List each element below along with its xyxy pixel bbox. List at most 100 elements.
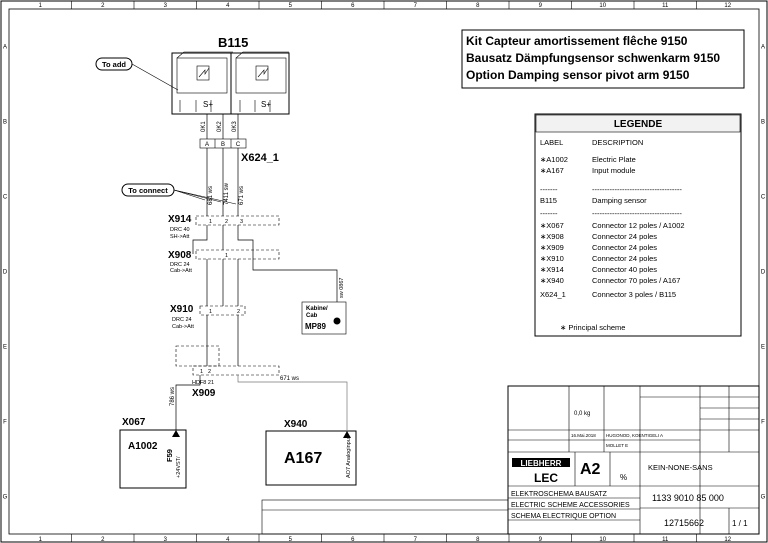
wire-7411: 7411 sw <box>224 182 230 205</box>
svg-text:DRC 24: DRC 24 <box>172 317 192 323</box>
legend-row-desc: Electric Plate <box>592 155 636 164</box>
to-connect-callout: To connect <box>121 183 237 205</box>
svg-text:A167: A167 <box>284 450 322 467</box>
svg-text:1: 1 <box>209 219 212 225</box>
svg-text:16.Mai.2018: 16.Mai.2018 <box>571 433 596 438</box>
svg-text:HDF8 21: HDF8 21 <box>192 380 214 386</box>
row-marker: B <box>761 120 765 126</box>
wire-681: 681 ws <box>208 186 214 205</box>
svg-text:X908: X908 <box>168 250 192 261</box>
svg-text:2: 2 <box>208 369 211 375</box>
row-marker: C <box>3 195 8 201</box>
column-marker: 9 <box>539 3 543 9</box>
column-marker: 12 <box>724 537 731 543</box>
module-a1002: X067 A1002 F59 +24VST/ <box>119 417 187 489</box>
legend-row-desc: Connector 24 poles <box>592 232 657 241</box>
legend-row-label: X624_1 <box>540 290 566 299</box>
connector-x914: X914 DRC 40 SH->Att 1 2 3 <box>168 214 280 240</box>
title-line-2: Bausatz Dämpfungsensor schwenkarm 9150 <box>466 51 720 65</box>
legend-title: LEGENDE <box>614 119 663 130</box>
column-marker: 3 <box>164 537 168 543</box>
svg-text:1: 1 <box>209 309 212 315</box>
legend-row-label: ∗X914 <box>540 265 564 274</box>
svg-text:Cab->Att: Cab->Att <box>170 268 192 274</box>
column-marker: 1 <box>39 537 43 543</box>
column-marker: 4 <box>226 3 230 9</box>
legend-row-label: ∗X940 <box>540 276 564 285</box>
column-marker: 9 <box>539 537 543 543</box>
svg-text:To connect: To connect <box>128 186 168 195</box>
ground-mp89: Kabine/ Cab MP89 sw 0867 <box>252 254 347 335</box>
legend-col-label: LABEL <box>540 138 563 147</box>
legend-row-desc: Damping sensor <box>592 196 647 205</box>
svg-text:DRC 24: DRC 24 <box>170 262 190 268</box>
connector-x909: 1 2 HDF8 21 X909 <box>175 345 280 399</box>
row-marker: G <box>3 495 8 501</box>
row-marker: D <box>761 270 766 276</box>
row-marker: F <box>3 420 7 426</box>
svg-text:1: 1 <box>225 253 228 259</box>
svg-text:X910: X910 <box>170 304 194 315</box>
legend-row-label: ∗X067 <box>540 221 564 230</box>
svg-text:0,0 kg: 0,0 kg <box>574 411 590 417</box>
column-marker: 8 <box>476 3 480 9</box>
column-marker: 2 <box>101 3 105 9</box>
row-marker: A <box>3 45 7 51</box>
legend-row-desc: Connector 40 poles <box>592 265 657 274</box>
svg-text:AO7 Analoginput: AO7 Analoginput <box>346 436 352 478</box>
column-marker: 11 <box>662 537 669 543</box>
legend-row-desc: ------------------------------------ <box>592 185 682 194</box>
svg-text:To add: To add <box>102 60 126 69</box>
svg-text:A: A <box>205 142 209 148</box>
sensor-label: B115 <box>218 35 248 50</box>
drawing-title-2: ELECTRIC SCHEME ACCESSORIES <box>511 502 630 509</box>
wire-786: 786 ws <box>170 387 176 406</box>
svg-text:Kabine/: Kabine/ <box>306 306 328 312</box>
wire-mark-3: 0K3 <box>232 121 238 132</box>
svg-text:1: 1 <box>200 369 203 375</box>
legend-row-desc: Connector 70 poles / A167 <box>592 276 680 285</box>
svg-text:C: C <box>236 142 241 148</box>
svg-text:%: % <box>620 473 627 482</box>
svg-text:2: 2 <box>225 219 228 225</box>
wire-671: 671 ws <box>239 186 245 205</box>
wire-671b: 671 ws <box>280 376 299 382</box>
legend-row-desc: ------------------------------------ <box>592 209 682 218</box>
legend-col-desc: DESCRIPTION <box>592 138 643 147</box>
drawing-title-3: SCHEMA ELECTRIQUE OPTION <box>511 513 616 520</box>
row-marker: F <box>761 420 765 426</box>
svg-text:DRC 40: DRC 40 <box>170 227 190 233</box>
svg-text:X940: X940 <box>284 419 308 430</box>
drawing-number: 1133 9010 85 000 <box>652 493 724 503</box>
legend-row-label: ∗X910 <box>540 254 564 263</box>
connector-x908: X908 DRC 24 Cab->Att 1 <box>168 249 280 274</box>
connector-x624: A B C X624_1 <box>199 138 279 164</box>
column-marker: 2 <box>101 537 105 543</box>
format-label: A2 <box>580 461 601 478</box>
column-marker: 1 <box>39 3 43 9</box>
column-marker: 3 <box>164 3 168 9</box>
column-marker: 7 <box>414 3 418 9</box>
ident-number: 12715662 <box>664 518 704 528</box>
svg-text:A1002: A1002 <box>128 441 158 452</box>
legend-row-desc: Connector 24 poles <box>592 254 657 263</box>
svg-text:HUGONOD, KOENTIGELI A: HUGONOD, KOENTIGELI A <box>606 433 663 438</box>
sheet-number: 1 / 1 <box>732 519 748 528</box>
column-marker: 4 <box>226 537 230 543</box>
legend-row-desc: Connector 24 poles <box>592 243 657 252</box>
x624-label: X624_1 <box>241 152 279 164</box>
column-marker: 11 <box>662 3 669 9</box>
column-marker: 8 <box>476 537 480 543</box>
row-marker: C <box>761 195 766 201</box>
title-frame <box>461 29 745 89</box>
svg-text:sw 0867: sw 0867 <box>339 278 345 299</box>
company-logo: LIEBHERR <box>521 459 562 468</box>
row-marker: G <box>761 495 766 501</box>
row-marker: E <box>3 345 7 351</box>
legend-row-label: ∗X909 <box>540 243 564 252</box>
material-label: KEIN-NONE-SANS <box>648 463 713 472</box>
column-marker: 10 <box>599 3 606 9</box>
